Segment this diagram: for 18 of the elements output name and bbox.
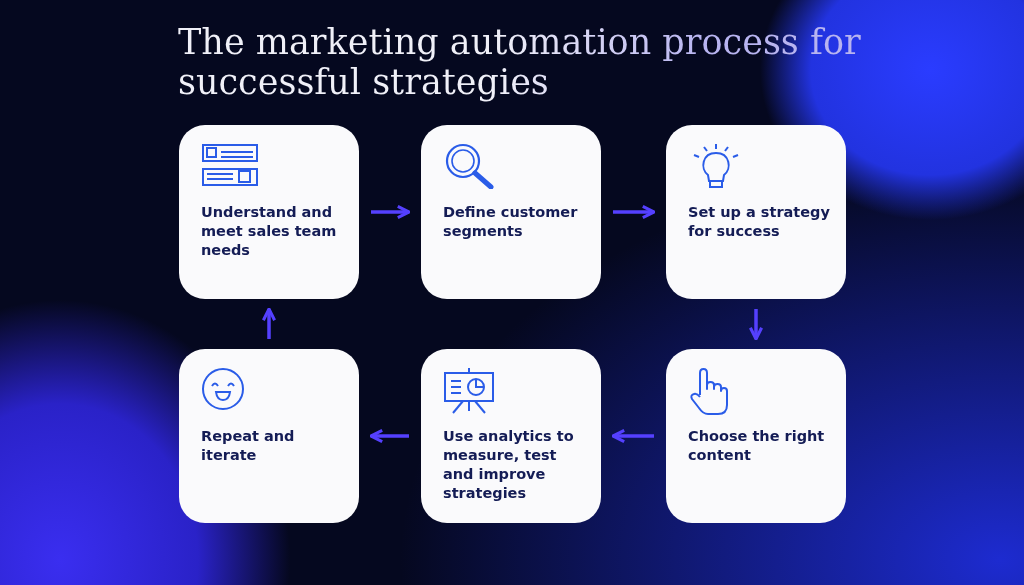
arrow xyxy=(611,428,654,444)
step-card xyxy=(421,349,601,523)
arrow xyxy=(613,204,656,220)
step-card xyxy=(666,349,846,523)
arrow xyxy=(369,428,409,444)
step-card xyxy=(179,349,359,523)
step-card xyxy=(179,125,359,299)
arrow xyxy=(371,204,411,220)
step-text: Choose the right content xyxy=(688,427,826,465)
step-text: Use analytics to measure, test and improve strategies xyxy=(443,427,575,503)
arrow xyxy=(261,307,277,339)
step-card xyxy=(666,125,846,299)
step-text: Understand and meet sales team needs xyxy=(201,203,338,260)
step-text: Set up a strategy for success xyxy=(688,203,831,241)
step-card xyxy=(421,125,601,299)
arrow xyxy=(748,309,764,341)
step-text: Define customer segments xyxy=(443,203,579,241)
step-text: Repeat and iterate xyxy=(201,427,296,465)
